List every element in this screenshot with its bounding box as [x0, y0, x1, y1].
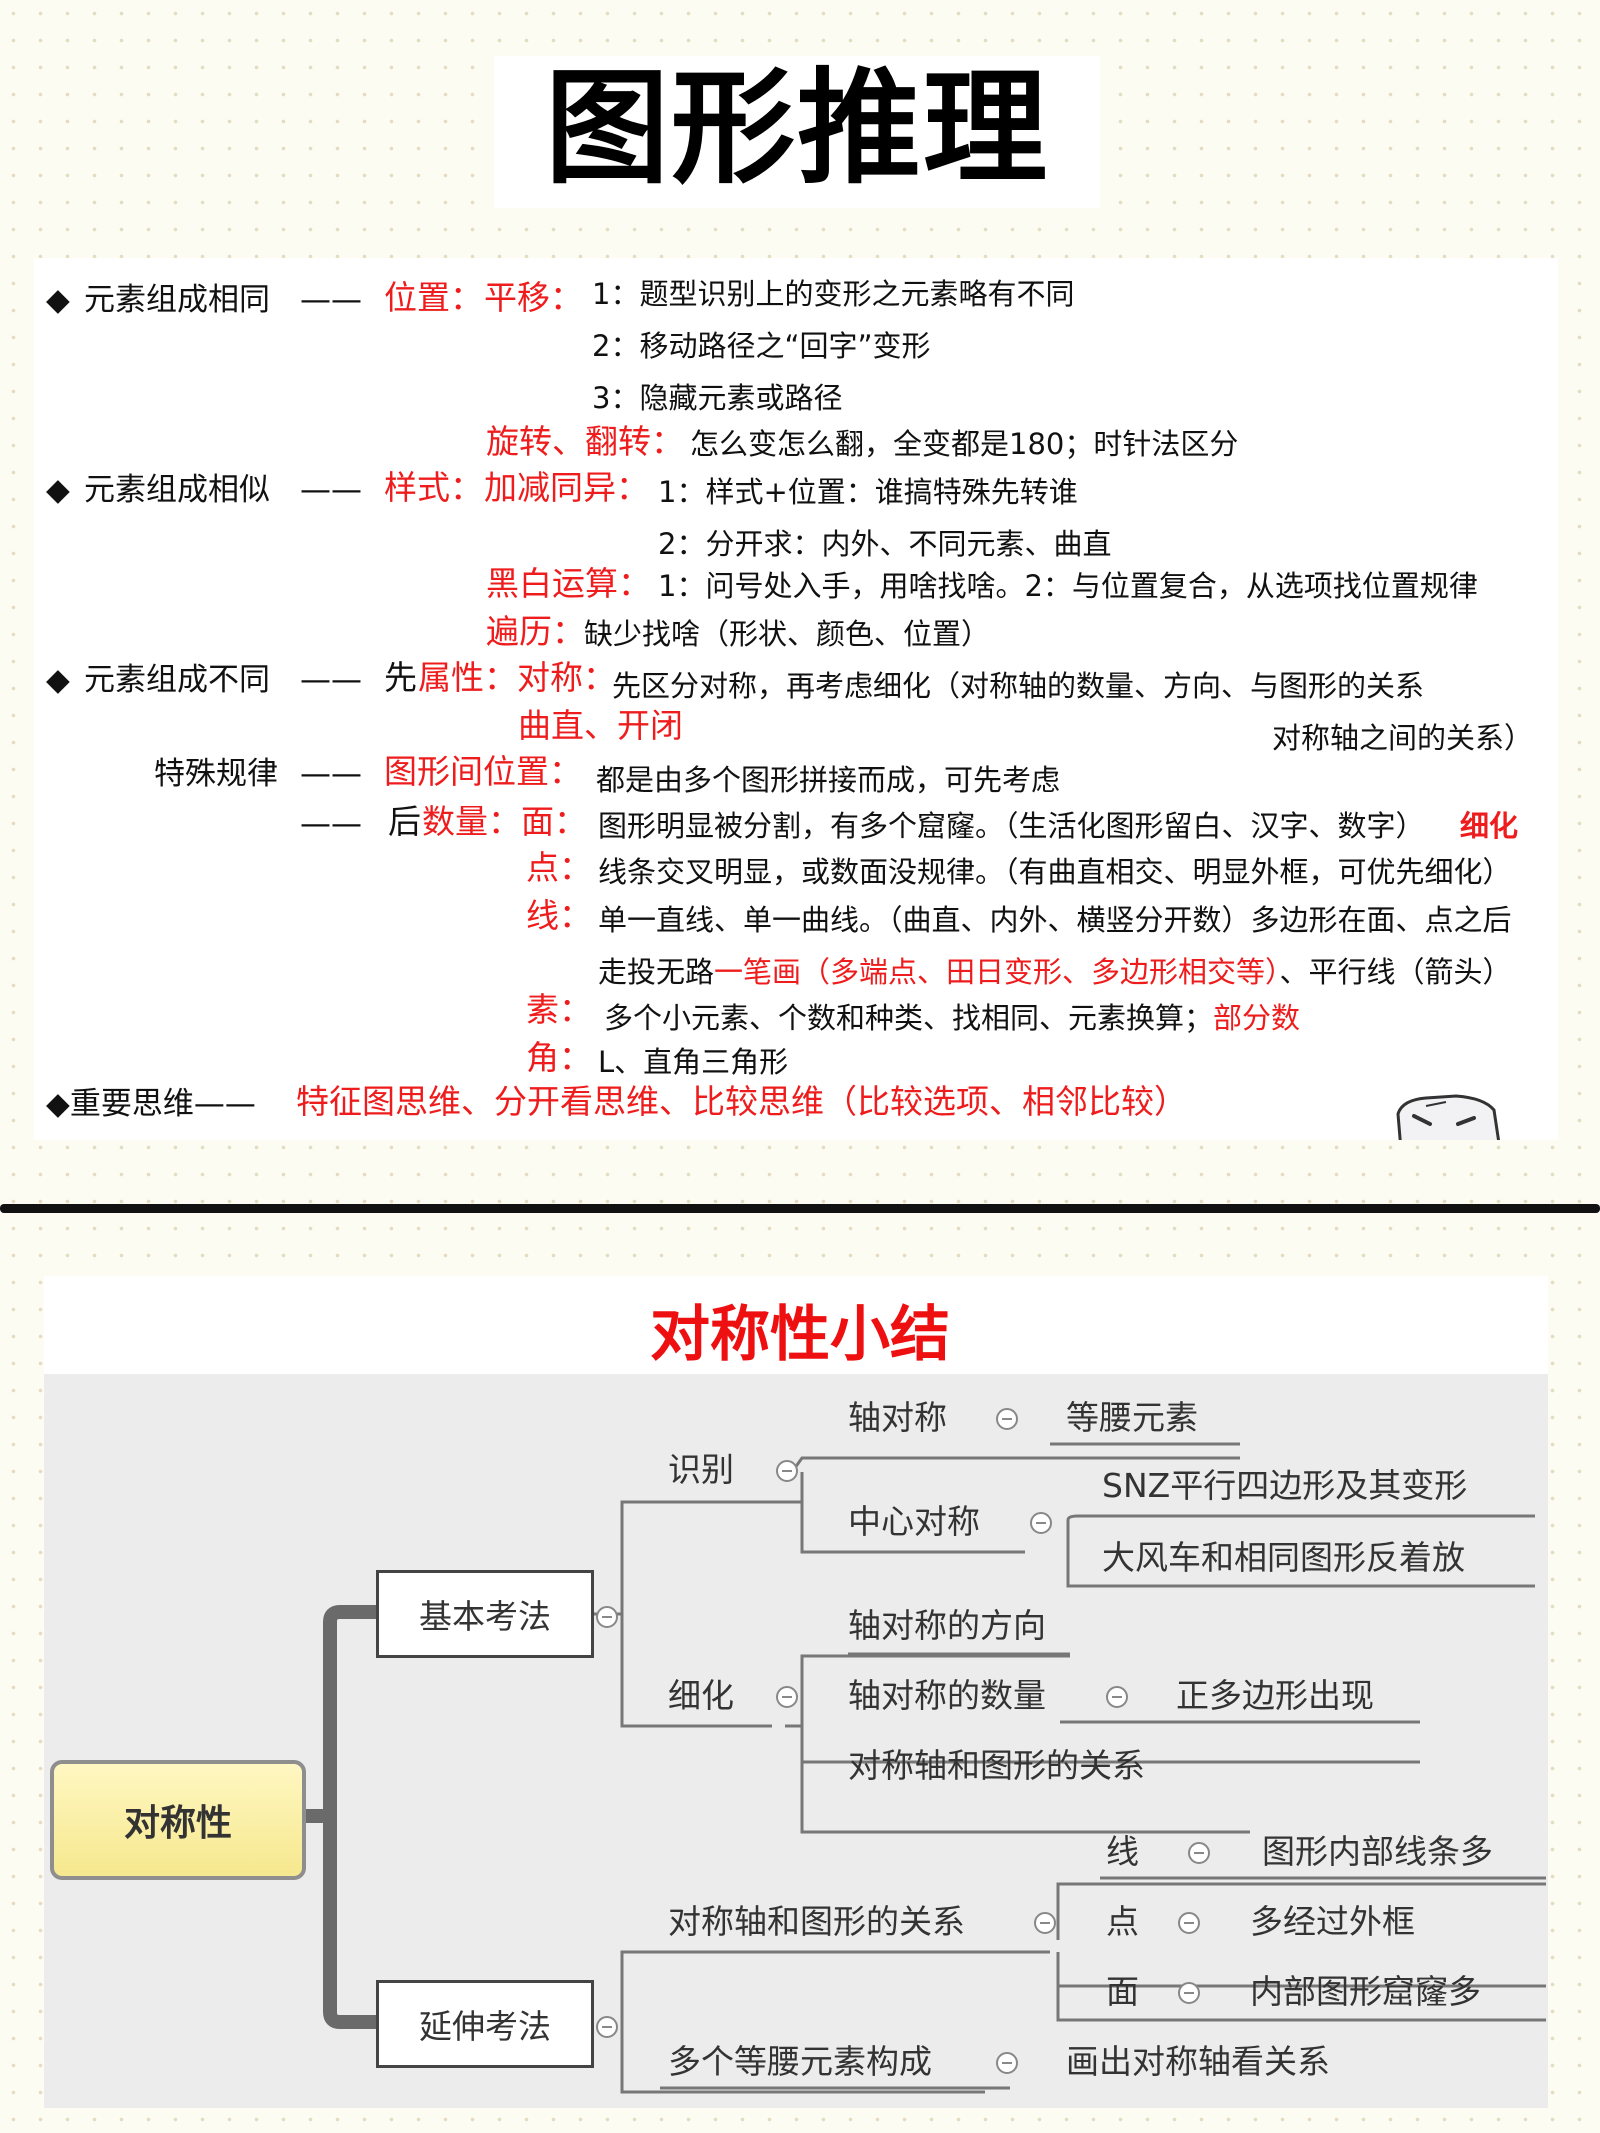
- point-text: 线条交叉明显，或数面没规律。（有曲直相交、明显外框，可优先细化）: [598, 855, 1512, 889]
- node-face-text[interactable]: 内部图形窟窿多: [1250, 1972, 1481, 2011]
- attribute-text-cont: 对称轴之间的关系）: [1272, 721, 1534, 755]
- element-text-a: 多个小元素、个数和种类、找相同、元素换算；: [604, 1001, 1214, 1035]
- line-text-2b: 、平行线（箭头）: [1279, 955, 1512, 989]
- addsub-item-2: 2：分开求：内外、不同元素、曲直: [658, 527, 1112, 561]
- node-isosceles[interactable]: 等腰元素: [1066, 1398, 1198, 1437]
- node-basic[interactable]: 基本考法: [376, 1570, 594, 1658]
- collapse-icon[interactable]: [596, 2016, 618, 2038]
- node-axis-number[interactable]: 轴对称的数量: [848, 1676, 1046, 1715]
- bullet-diamond: ◆: [46, 662, 70, 698]
- label-attribute: 属性：对称：: [418, 658, 616, 697]
- section-divider: [0, 1204, 1600, 1213]
- rotate-text: 怎么变怎么翻，全变都是180；时针法区分: [690, 427, 1239, 461]
- title-box: 图形推理: [494, 56, 1100, 208]
- node-multi-isosceles[interactable]: 多个等腰元素构成: [668, 2042, 932, 2081]
- root-branch: [293, 1605, 385, 2029]
- underline-set: [660, 1442, 1546, 2090]
- collapse-icon[interactable]: [596, 1606, 618, 1628]
- dash: ——: [300, 806, 362, 842]
- one-stroke: 一笔画（多端点、田日变形、多边形相交等）: [714, 955, 1280, 989]
- dash: ——: [300, 282, 362, 318]
- node-axis-direction[interactable]: 轴对称的方向: [848, 1606, 1046, 1645]
- line-text-2: 走投无路一笔画（多端点、田日变形、多边形相交等）、平行线（箭头）: [598, 952, 1512, 992]
- line-text: 单一直线、单一曲线。（曲直、内外、横竖分开数）多边形在面、点之后: [598, 903, 1512, 937]
- page-title: 图形推理: [544, 57, 1049, 201]
- node-center-symmetry[interactable]: 中心对称: [848, 1502, 980, 1541]
- node-line-text[interactable]: 图形内部线条多: [1262, 1832, 1493, 1871]
- thinking-text: 特征图思维、分开看思维、比较思维（比较选项、相邻比较）: [296, 1082, 1187, 1121]
- collapse-icon[interactable]: [996, 2052, 1018, 2074]
- dash: ——: [300, 662, 362, 698]
- collapse-icon[interactable]: [1030, 1512, 1052, 1534]
- traverse-text: 缺少找啥（形状、颜色、位置）: [584, 617, 991, 651]
- node-snz[interactable]: SNZ平行四边形及其变形: [1102, 1466, 1468, 1505]
- element-text: 多个小元素、个数和种类、找相同、元素换算；部分数: [604, 998, 1300, 1038]
- collapse-icon[interactable]: [776, 1686, 798, 1708]
- collapse-icon[interactable]: [1188, 1842, 1210, 1864]
- label-curve-open: 曲直、开闭: [518, 706, 683, 745]
- label-style: 样式：: [384, 468, 483, 507]
- label-angle: 角：: [526, 1038, 592, 1077]
- label-shift: 平移：: [484, 278, 583, 317]
- attribute-text: 先区分对称，再考虑细化（对称轴的数量、方向、与图形的关系: [612, 669, 1425, 703]
- node-identify[interactable]: 识别: [668, 1450, 734, 1489]
- collapse-icon[interactable]: [1034, 1912, 1056, 1934]
- collapse-icon[interactable]: [1178, 1982, 1200, 2004]
- node-regular-polygon[interactable]: 正多边形出现: [1176, 1676, 1374, 1715]
- collapse-icon[interactable]: [776, 1460, 798, 1482]
- mascot-image: [1396, 1092, 1506, 1140]
- mindmap-title: 对称性小结: [650, 1300, 950, 1370]
- label-addsub: 加减同异：: [484, 468, 649, 507]
- node-extend[interactable]: 延伸考法: [376, 1980, 594, 2068]
- node-point-text[interactable]: 多经过外框: [1250, 1902, 1415, 1941]
- bullet-diamond: ◆: [46, 282, 70, 318]
- label-after: 后: [388, 802, 421, 841]
- addsub-item-1: 1：样式+位置：谁搞特殊先转谁: [658, 475, 1078, 509]
- label-blackwhite: 黑白运算：: [486, 564, 651, 603]
- collapse-icon[interactable]: [1106, 1686, 1128, 1708]
- inter-position-text: 都是由多个图形拼接而成，可先考虑: [596, 763, 1061, 797]
- label-traverse: 遍历：: [486, 612, 585, 651]
- label-count-face: 数量：面：: [422, 802, 587, 841]
- summary-panel: [34, 258, 1558, 1140]
- line-text-2a: 走投无路: [598, 955, 715, 989]
- node-refine[interactable]: 细化: [668, 1676, 734, 1715]
- node-line[interactable]: 线: [1106, 1832, 1139, 1871]
- shift-item-3: 3：隐藏元素或路径: [592, 381, 843, 415]
- node-axis-relation[interactable]: 对称轴和图形的关系: [848, 1746, 1145, 1785]
- node-windmill[interactable]: 大风车和相同图形反着放: [1102, 1538, 1465, 1577]
- label-line: 线：: [526, 896, 592, 935]
- root-node-symmetry[interactable]: 对称性: [50, 1760, 306, 1880]
- label-point: 点：: [526, 848, 592, 887]
- partial-count: 部分数: [1213, 1001, 1301, 1035]
- mindmap-title-bar: [44, 1276, 1548, 1374]
- label-element: 素：: [526, 990, 592, 1029]
- node-axis-symmetry[interactable]: 轴对称: [848, 1398, 947, 1437]
- heading-similar: 元素组成相似: [84, 472, 270, 508]
- heading-same: 元素组成相同: [84, 282, 270, 318]
- heading-special: 特殊规律: [154, 756, 278, 792]
- node-face[interactable]: 面: [1106, 1972, 1139, 2011]
- label-inter-position: 图形间位置：: [384, 752, 582, 791]
- label-rotate: 旋转、翻转：: [486, 422, 684, 461]
- blackwhite-text: 1：问号处入手，用啥找啥。2：与位置复合，从选项找位置规律: [658, 569, 1478, 603]
- node-ext-relation[interactable]: 对称轴和图形的关系: [668, 1902, 965, 1941]
- dash: ——: [300, 472, 362, 508]
- face-text: 图形明显被分割，有多个窟窿。（生活化图形留白、汉字、数字）: [598, 809, 1425, 843]
- collapse-icon[interactable]: [996, 1408, 1018, 1430]
- heading-different: 元素组成不同: [84, 662, 270, 698]
- shift-item-1: 1：题型识别上的变形之元素略有不同: [592, 277, 1075, 311]
- bullet-diamond: ◆: [46, 472, 70, 508]
- dash: ——: [300, 756, 362, 792]
- angle-text: L、直角三角形: [598, 1045, 789, 1079]
- label-position: 位置：: [384, 278, 483, 317]
- face-refine: 细化: [1460, 809, 1519, 843]
- label-first: 先: [384, 658, 417, 697]
- node-draw-axis[interactable]: 画出对称轴看关系: [1066, 2042, 1330, 2081]
- collapse-icon[interactable]: [1178, 1912, 1200, 1934]
- heading-thinking: ◆重要思维——: [46, 1086, 256, 1122]
- shift-item-2: 2：移动路径之“回字”变形: [592, 329, 931, 363]
- node-point[interactable]: 点: [1106, 1902, 1139, 1941]
